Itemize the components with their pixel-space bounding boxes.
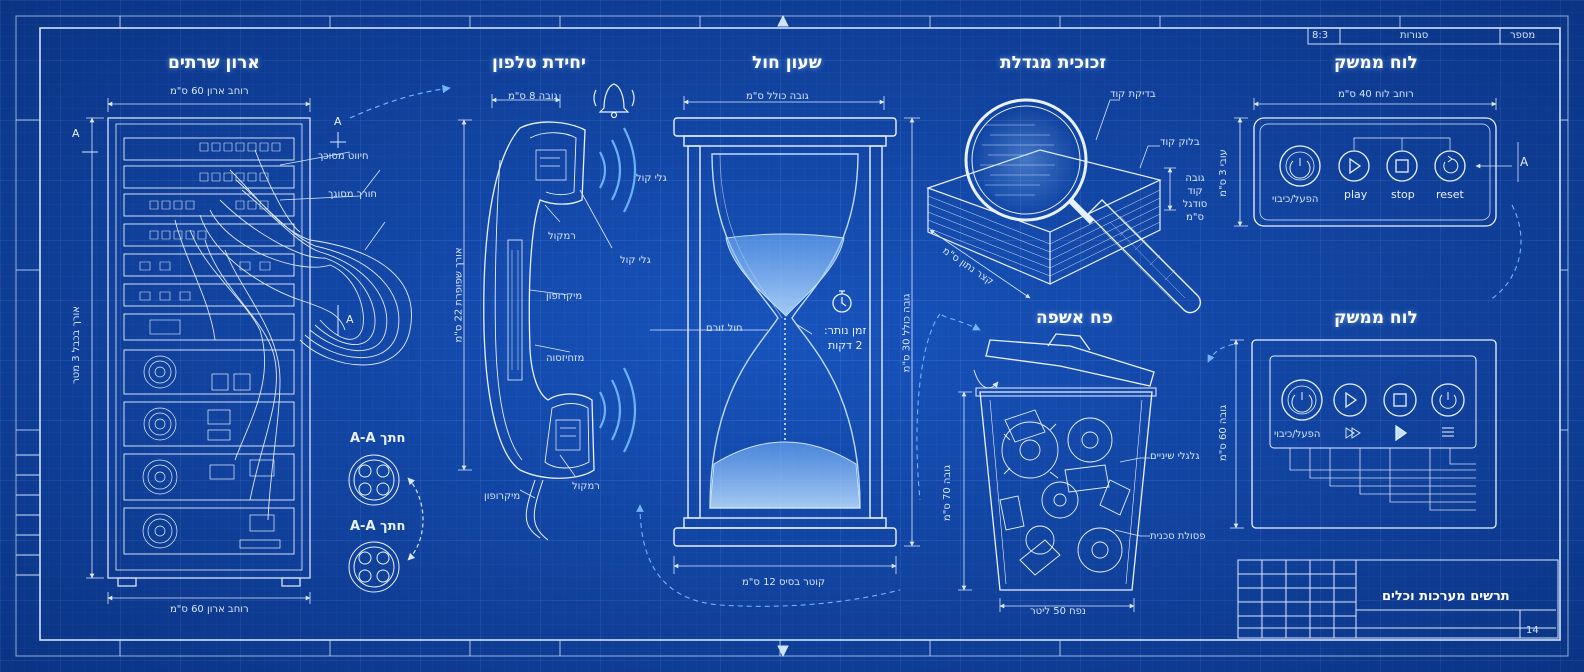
hourglass-drawing: [636, 96, 920, 607]
server-rack-shielded-label: חיווט מסוכך: [318, 151, 369, 162]
phone-mic-mid: מיקרופון: [546, 291, 583, 302]
trash-scrap-label: פסולת סכנית: [1150, 531, 1206, 542]
control-top-title: לוח ממשק: [1334, 53, 1418, 73]
control-top-button-power-label: הפעל/כיבוי: [1272, 194, 1319, 205]
control-bottom-power-label: הפעל/כיבוי: [1274, 429, 1321, 440]
server-rack-width-top: רוחב ארון 60 ס"מ: [170, 86, 249, 97]
magnifier-title: זכוכית מגדלת: [1000, 53, 1107, 73]
phone-thread-label: מזחיזסוה: [546, 353, 585, 364]
control-top-width: רוחב לוח 40 ס"מ: [1338, 89, 1414, 100]
control-panel-bottom-drawing: [1207, 339, 1497, 529]
section-mark-a-mid: A: [346, 313, 354, 326]
title-block-grid: [1237, 559, 1559, 639]
server-rack-sheath-label: חורך מסוגך: [328, 189, 377, 200]
hourglass-height-total: גובה כולל ס"מ: [746, 91, 809, 102]
trash-volume: נפח 50 ליטר: [1030, 606, 1086, 617]
server-rack-drawing: [82, 84, 451, 604]
control-top-button-stop-label: stop: [1391, 188, 1415, 201]
trash-title: פח אשפה: [1036, 308, 1113, 328]
hourglass-title: שעון חול: [752, 53, 822, 73]
control-top-section-mark: A: [1520, 155, 1529, 169]
magnifier-block-label: בלוק קוד: [1160, 137, 1200, 148]
phone-width: גובה 8 ס"מ: [508, 91, 558, 102]
phone-wave-mid: גלי קול: [620, 255, 651, 266]
server-rack-title: ארון שרתים: [168, 53, 260, 73]
phone-wave-top: גלי קול: [636, 173, 667, 184]
sheet-number: 14: [1526, 625, 1539, 636]
header-cell-b: סגורות: [1400, 30, 1429, 41]
hourglass-time-label: זמן נותר:: [824, 324, 867, 337]
control-top-button-play-label: play: [1344, 188, 1368, 201]
phone-title: יחידת טלפון: [492, 53, 586, 73]
control-top-button-reset-label: reset: [1436, 188, 1464, 201]
server-rack-height: אורך בכבל 3 מטר: [70, 306, 82, 384]
hourglass-time-value: 2 דקות: [828, 339, 863, 352]
hourglass-height-side: גובה כולל 30 ס"מ: [901, 293, 913, 373]
magnifier-check-label: בדיקת קוד: [1110, 89, 1156, 100]
server-rack-width-bottom: רוחב ארון 60 ס"מ: [170, 604, 249, 615]
magnifier-block-height: גובה קוד סודגל ס"מ: [1182, 173, 1208, 223]
phone-mic-bottom: מיקרופון: [484, 491, 521, 502]
magnifier-drawing: [926, 98, 1202, 314]
control-top-depth: עובי 3 ס"מ: [1217, 149, 1229, 197]
section-mark-a-left: A: [72, 127, 80, 140]
drawing-title: תרשים מערכות וכלים: [1382, 589, 1510, 604]
trash-can-drawing: [916, 313, 1157, 612]
control-bottom-title: לוח ממשק: [1334, 308, 1418, 328]
phone-speaker-bottom: רמקול: [572, 481, 600, 492]
control-panel-top-drawing: [1234, 98, 1522, 301]
section-aa-bottom-label: חתך A-A: [350, 519, 406, 534]
header-cell-a: מספר: [1510, 30, 1536, 41]
phone-height: אורך שפופרת 22 ס"מ: [453, 247, 465, 343]
drawing-frame: [15, 14, 1569, 658]
header-cell-c: 8:3: [1312, 30, 1329, 41]
phone-speaker-top: רמקול: [548, 231, 576, 242]
trash-height: גובה 70 ס"מ: [942, 464, 954, 522]
control-bottom-height: גובה 60 ס"מ: [1218, 404, 1230, 462]
section-mark-a-top: A: [334, 115, 342, 128]
section-aa-top-label: חתך A-A: [350, 431, 406, 446]
trash-gears-label: גלגלי שיניים: [1150, 451, 1200, 462]
hourglass-base: קוטר בסיס 12 ס"מ: [742, 577, 826, 588]
hourglass-flow-label: חול זורם: [706, 323, 743, 334]
phone-drawing: [458, 83, 637, 541]
